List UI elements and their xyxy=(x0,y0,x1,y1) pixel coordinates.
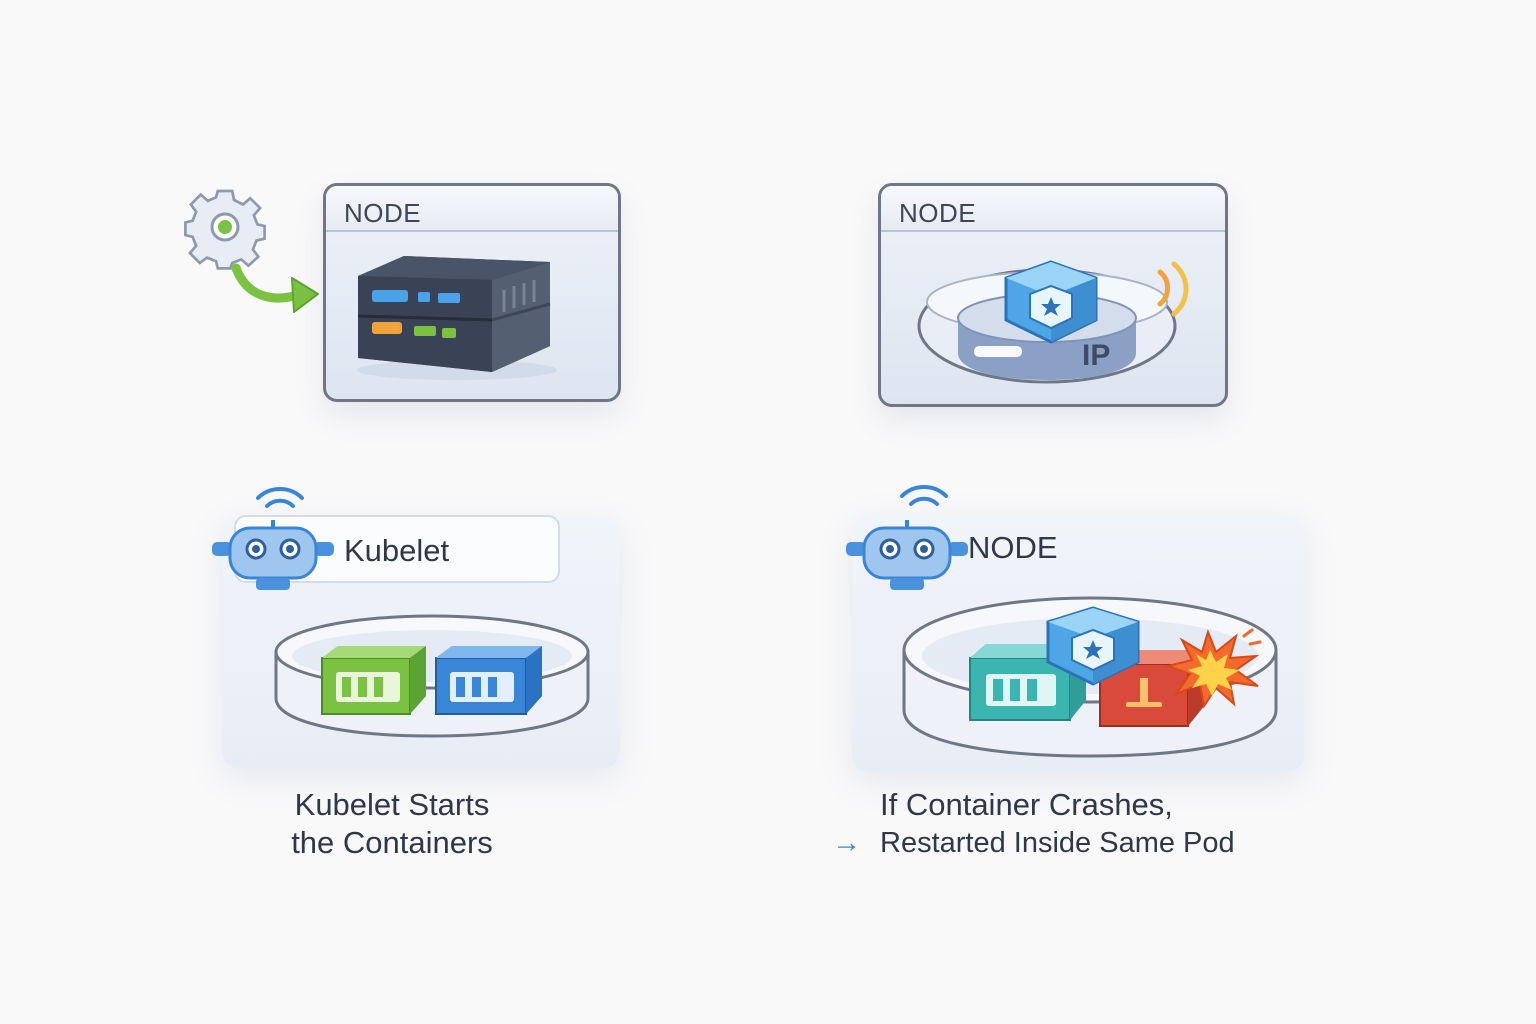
node-title: NODE xyxy=(968,530,1058,565)
gear-icon xyxy=(184,189,266,270)
node-title-bar: NODE xyxy=(881,186,1225,232)
node-title-bar: NODE xyxy=(326,186,618,232)
wifi-icon xyxy=(256,487,304,508)
caption-line-2: Restarted Inside Same Pod xyxy=(880,827,1235,859)
caption-line-2-row: → Restarted Inside Same Pod xyxy=(832,824,1302,862)
cube-icon xyxy=(1004,260,1098,344)
robot-icon xyxy=(846,520,968,590)
caption-container-crash: If Container Crashes, → Restarted Inside … xyxy=(832,786,1302,862)
signal-icon xyxy=(1157,261,1189,317)
caption-line-1: Kubelet Starts xyxy=(294,787,490,822)
server-icon xyxy=(357,256,557,380)
arrow-right-icon: → xyxy=(832,827,861,859)
caption-line-1: If Container Crashes, xyxy=(880,787,1173,822)
container-icon xyxy=(321,646,426,715)
wifi-icon xyxy=(900,485,948,506)
caption-kubelet-starts: Kubelet Starts the Containers xyxy=(232,786,552,862)
curved-arrow-icon xyxy=(231,263,319,313)
ip-label: IP xyxy=(1082,339,1110,372)
node-title: NODE xyxy=(344,198,422,228)
container-icon xyxy=(435,646,542,715)
kubelet-label: Kubelet xyxy=(344,533,450,568)
node-title: NODE xyxy=(899,198,977,228)
cube-icon xyxy=(1046,606,1140,686)
caption-line-2: the Containers xyxy=(291,825,493,860)
robot-icon xyxy=(212,520,334,590)
explosion-icon xyxy=(1164,628,1262,709)
